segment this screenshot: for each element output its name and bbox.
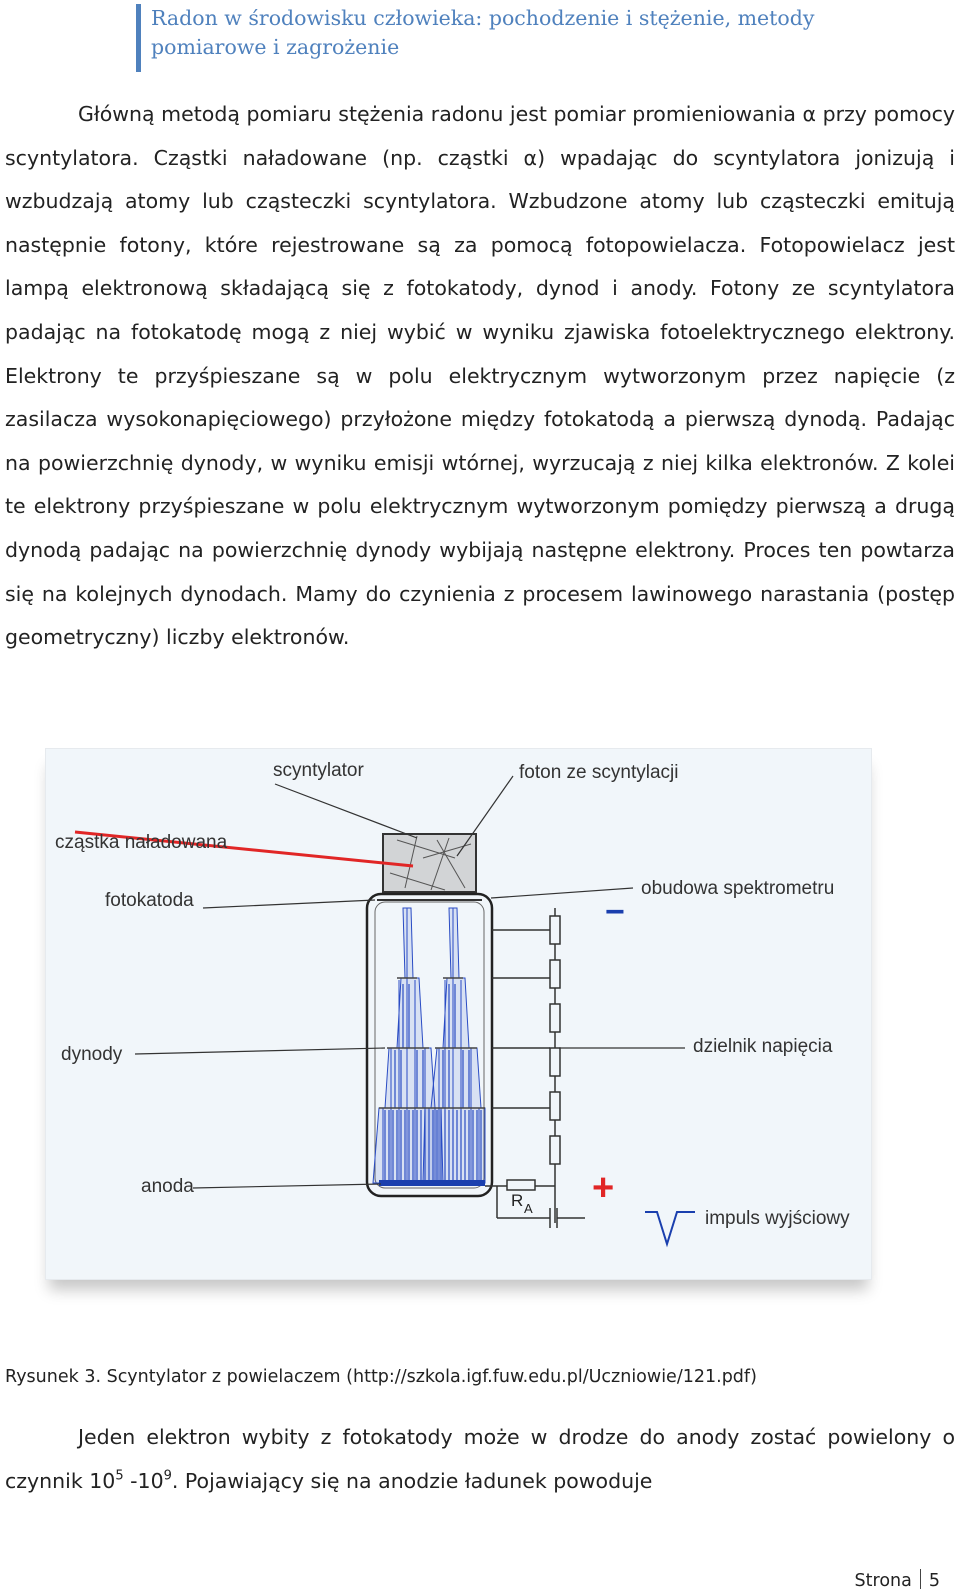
- charged-particle-track: [74, 830, 414, 868]
- label-impuls: impuls wyjściowy: [705, 1208, 850, 1229]
- label-anoda: anoda: [141, 1176, 194, 1197]
- label-dzielnik: dzielnik napięcia: [693, 1036, 833, 1057]
- output-pulse-icon: [645, 1211, 695, 1248]
- figure-scintillator-diagram: R A − + scyntylator foton ze scyntylacji…: [35, 748, 885, 1318]
- tube-inner-wall: [374, 901, 485, 1189]
- paragraph2-text-mid: -10: [123, 1468, 164, 1493]
- minus-sign: −: [605, 893, 625, 931]
- ra-label-r: R: [511, 1191, 523, 1210]
- dynodes: [379, 977, 485, 1109]
- paragraph2-text-before: Jeden elektron wybity z fotokatody może …: [5, 1425, 955, 1493]
- scintillator-crystal: [382, 833, 477, 893]
- page-number: 5: [928, 1571, 940, 1591]
- label-dynody: dynody: [61, 1044, 123, 1065]
- anode: [379, 1180, 485, 1186]
- paragraph1-text: Główną metodą pomiaru stężenia radonu je…: [5, 102, 955, 650]
- pointer-lines: [134, 775, 685, 1189]
- figure-caption: Rysunek 3. Scyntylator z powielaczem (ht…: [5, 1367, 757, 1387]
- exponent-1: 5: [115, 1468, 124, 1484]
- body-paragraph-2: Jeden elektron wybity z fotokatody może …: [5, 1416, 955, 1503]
- paragraph2-text-after: . Pojawiający się na anodzie ładunek pow…: [171, 1468, 653, 1493]
- label-scyntylator: scyntylator: [273, 760, 364, 781]
- header-title-line2: pomiarowe i zagrożenie: [151, 35, 400, 59]
- plus-sign: +: [592, 1167, 614, 1209]
- footer-separator: [919, 1569, 921, 1589]
- label-fotokatoda: fotokatoda: [105, 890, 194, 911]
- exponent-2: 9: [163, 1468, 172, 1484]
- label-obudowa: obudowa spektrometru: [641, 878, 834, 899]
- running-header: Radon w środowisku człowieka: pochodzeni…: [136, 4, 856, 72]
- body-paragraph-1: Główną metodą pomiaru stężenia radonu je…: [5, 93, 955, 660]
- photomultiplier-tube: [365, 892, 494, 1198]
- ra-label-a: A: [524, 1201, 533, 1216]
- voltage-divider: [492, 908, 561, 1223]
- header-title-line1: Radon w środowisku człowieka: pochodzeni…: [151, 6, 815, 30]
- footer-label: Strona: [854, 1571, 912, 1591]
- label-czastka: cząstka naładowana: [55, 832, 228, 853]
- diagram-svg: R A − + scyntylator foton ze scyntylacji…: [55, 760, 850, 1248]
- anode-resistor: [485, 1179, 585, 1228]
- scintillation-rays: [389, 835, 472, 891]
- label-foton: foton ze scyntylacji: [519, 762, 678, 783]
- electron-trails: [384, 984, 482, 1184]
- page-footer: Strona 5: [855, 1568, 940, 1594]
